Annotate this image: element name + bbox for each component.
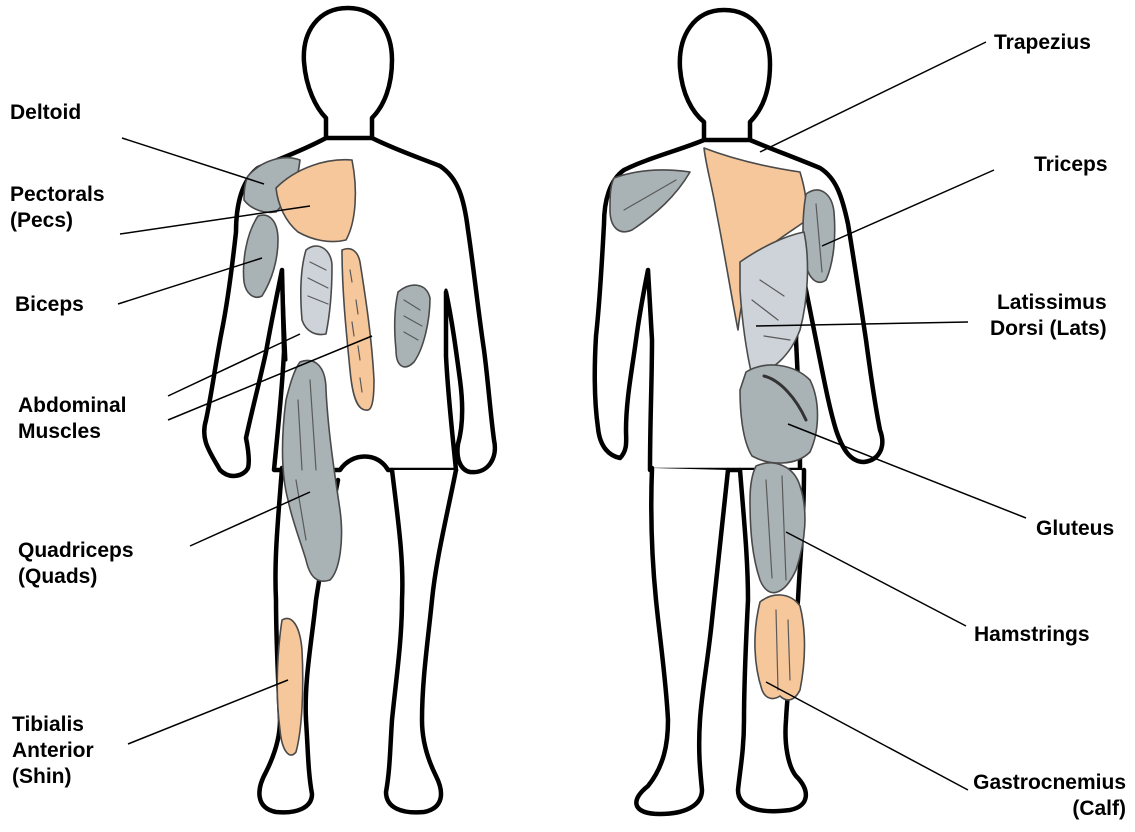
- label-pectorals: Pectorals (Pecs): [10, 182, 105, 234]
- back-body: [595, 10, 883, 814]
- front-serratus-muscle: [301, 246, 332, 334]
- label-trapezius-text: Trapezius: [994, 31, 1091, 54]
- label-gastrocnemius-line1: Gastrocnemius: [966, 770, 1126, 796]
- leader-tibialis: [128, 680, 288, 744]
- label-hamstrings-text: Hamstrings: [974, 623, 1090, 646]
- label-abdominal-line2: Muscles: [18, 419, 127, 445]
- label-gluteus-text: Gluteus: [1036, 517, 1114, 540]
- front-tibialis-muscle: [277, 618, 303, 755]
- label-tibialis: Tibialis Anterior (Shin): [12, 712, 94, 790]
- label-hamstrings: Hamstrings: [974, 622, 1090, 648]
- leader-trapezius: [760, 42, 986, 152]
- leader-deltoid: [122, 138, 264, 184]
- label-pectorals-line1: Pectorals: [10, 182, 105, 208]
- leader-lines: [118, 42, 1026, 790]
- label-triceps-text: Triceps: [1034, 153, 1108, 176]
- leader-triceps: [822, 170, 994, 246]
- leader-hamstrings: [786, 532, 966, 626]
- front-body: [204, 8, 495, 812]
- label-quadriceps-line1: Quadriceps: [18, 538, 134, 564]
- front-head: [304, 8, 392, 146]
- label-trapezius: Trapezius: [994, 30, 1091, 56]
- label-latissimus-line1: Latissimus: [990, 290, 1107, 316]
- label-tibialis-line3: (Shin): [12, 764, 94, 790]
- label-abdominal: Abdominal Muscles: [18, 393, 127, 445]
- label-deltoid-text: Deltoid: [10, 101, 81, 124]
- label-latissimus: Latissimus Dorsi (Lats): [990, 290, 1107, 342]
- back-gastrocnemius-muscle: [755, 595, 805, 700]
- label-triceps: Triceps: [1034, 152, 1108, 178]
- label-gluteus: Gluteus: [1036, 516, 1114, 542]
- label-pectorals-line2: (Pecs): [10, 208, 105, 234]
- label-tibialis-line2: Anterior: [12, 738, 94, 764]
- label-tibialis-line1: Tibialis: [12, 712, 94, 738]
- label-quadriceps: Quadriceps (Quads): [18, 538, 134, 590]
- label-latissimus-line2: Dorsi (Lats): [990, 316, 1107, 342]
- label-abdominal-line1: Abdominal: [18, 393, 127, 419]
- label-biceps: Biceps: [15, 292, 84, 318]
- back-head: [680, 10, 770, 148]
- label-gastrocnemius-line2: (Calf): [966, 796, 1126, 822]
- leader-gluteus: [788, 424, 1026, 518]
- label-gastrocnemius: Gastrocnemius (Calf): [966, 770, 1126, 822]
- label-quadriceps-line2: (Quads): [18, 564, 134, 590]
- label-biceps-text: Biceps: [15, 293, 84, 316]
- front-right-leg: [386, 470, 456, 812]
- back-gluteus-muscle: [740, 365, 818, 463]
- back-left-leg: [636, 468, 728, 814]
- label-deltoid: Deltoid: [10, 100, 81, 126]
